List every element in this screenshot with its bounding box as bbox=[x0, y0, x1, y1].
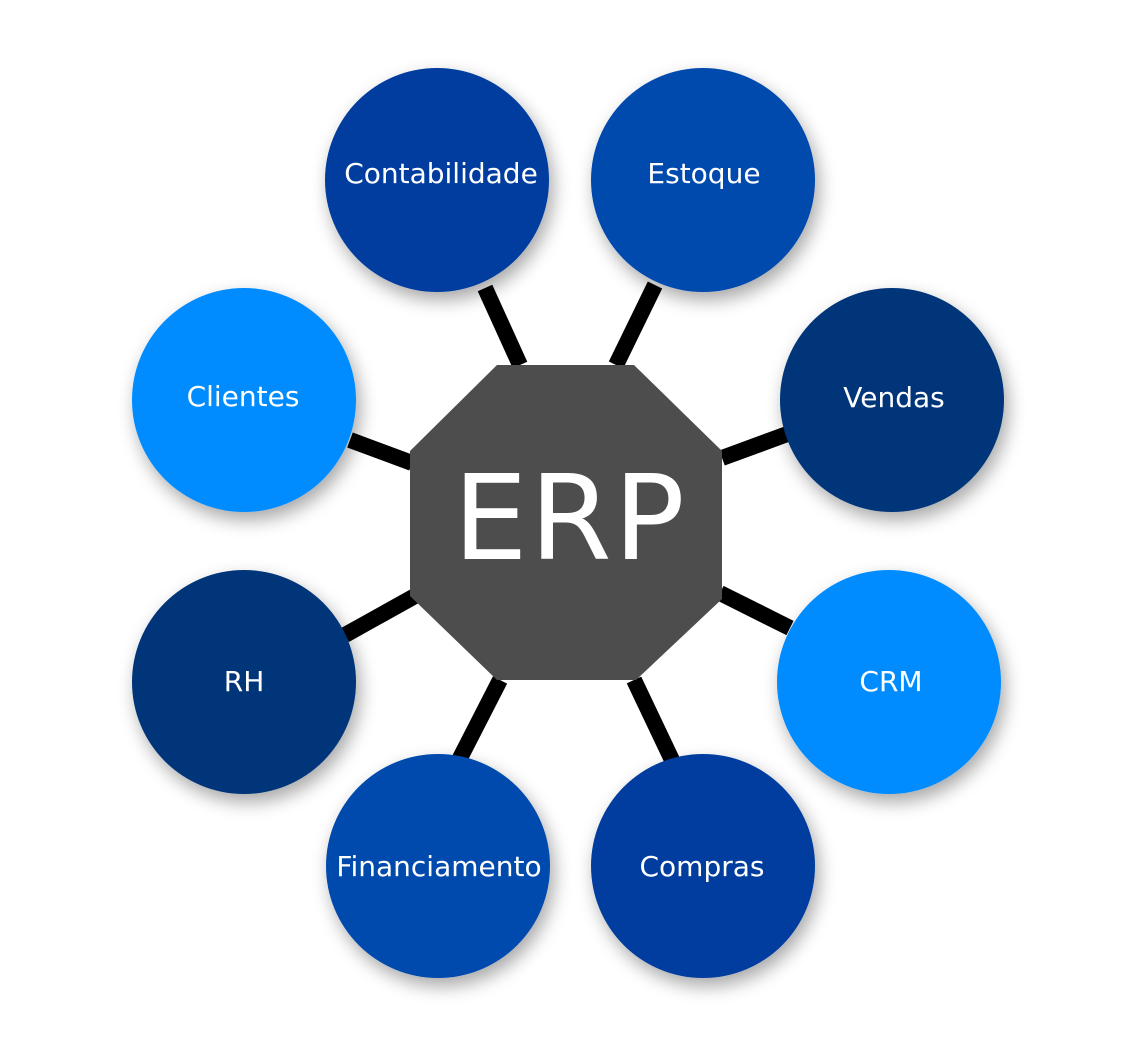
node-label-contabilidade: Contabilidade bbox=[344, 157, 538, 190]
connector-compras bbox=[626, 676, 680, 764]
node-rh bbox=[132, 570, 356, 794]
node-circle bbox=[591, 754, 815, 978]
hub-octagon bbox=[410, 365, 722, 680]
node-label-crm: CRM bbox=[859, 665, 922, 698]
connector-vendas bbox=[719, 425, 793, 466]
node-circle bbox=[132, 288, 356, 512]
node-circle bbox=[325, 68, 549, 292]
node-label-estoque: Estoque bbox=[647, 157, 760, 190]
node-compras bbox=[591, 754, 815, 978]
node-label-clientes: Clientes bbox=[187, 380, 300, 413]
connector-financiamento bbox=[450, 676, 508, 766]
node-crm bbox=[777, 570, 1001, 794]
node-label-financiamento: Financiamento bbox=[336, 850, 541, 883]
hub-label: ERP bbox=[453, 449, 687, 587]
node-contabilidade bbox=[325, 68, 549, 292]
node-circle bbox=[591, 68, 815, 292]
node-circle bbox=[132, 570, 356, 794]
connector-contabilidade bbox=[477, 284, 528, 369]
node-circle bbox=[326, 754, 550, 978]
connector-clientes bbox=[347, 432, 415, 471]
connector-rh bbox=[341, 589, 419, 642]
node-estoque bbox=[591, 68, 815, 292]
connector-crm bbox=[716, 585, 794, 636]
node-vendas bbox=[780, 288, 1004, 512]
connector-lines bbox=[341, 281, 794, 766]
module-nodes: Contabilidade Estoque Vendas CRM Compras… bbox=[132, 68, 1004, 978]
node-financiamento bbox=[326, 754, 550, 978]
erp-hub: ERP bbox=[410, 365, 722, 680]
node-circle bbox=[780, 288, 1004, 512]
node-label-vendas: Vendas bbox=[843, 381, 944, 414]
connector-estoque bbox=[608, 281, 663, 369]
node-label-compras: Compras bbox=[640, 850, 765, 883]
node-circle bbox=[777, 570, 1001, 794]
node-clientes bbox=[132, 288, 356, 512]
node-label-rh: RH bbox=[224, 665, 265, 698]
